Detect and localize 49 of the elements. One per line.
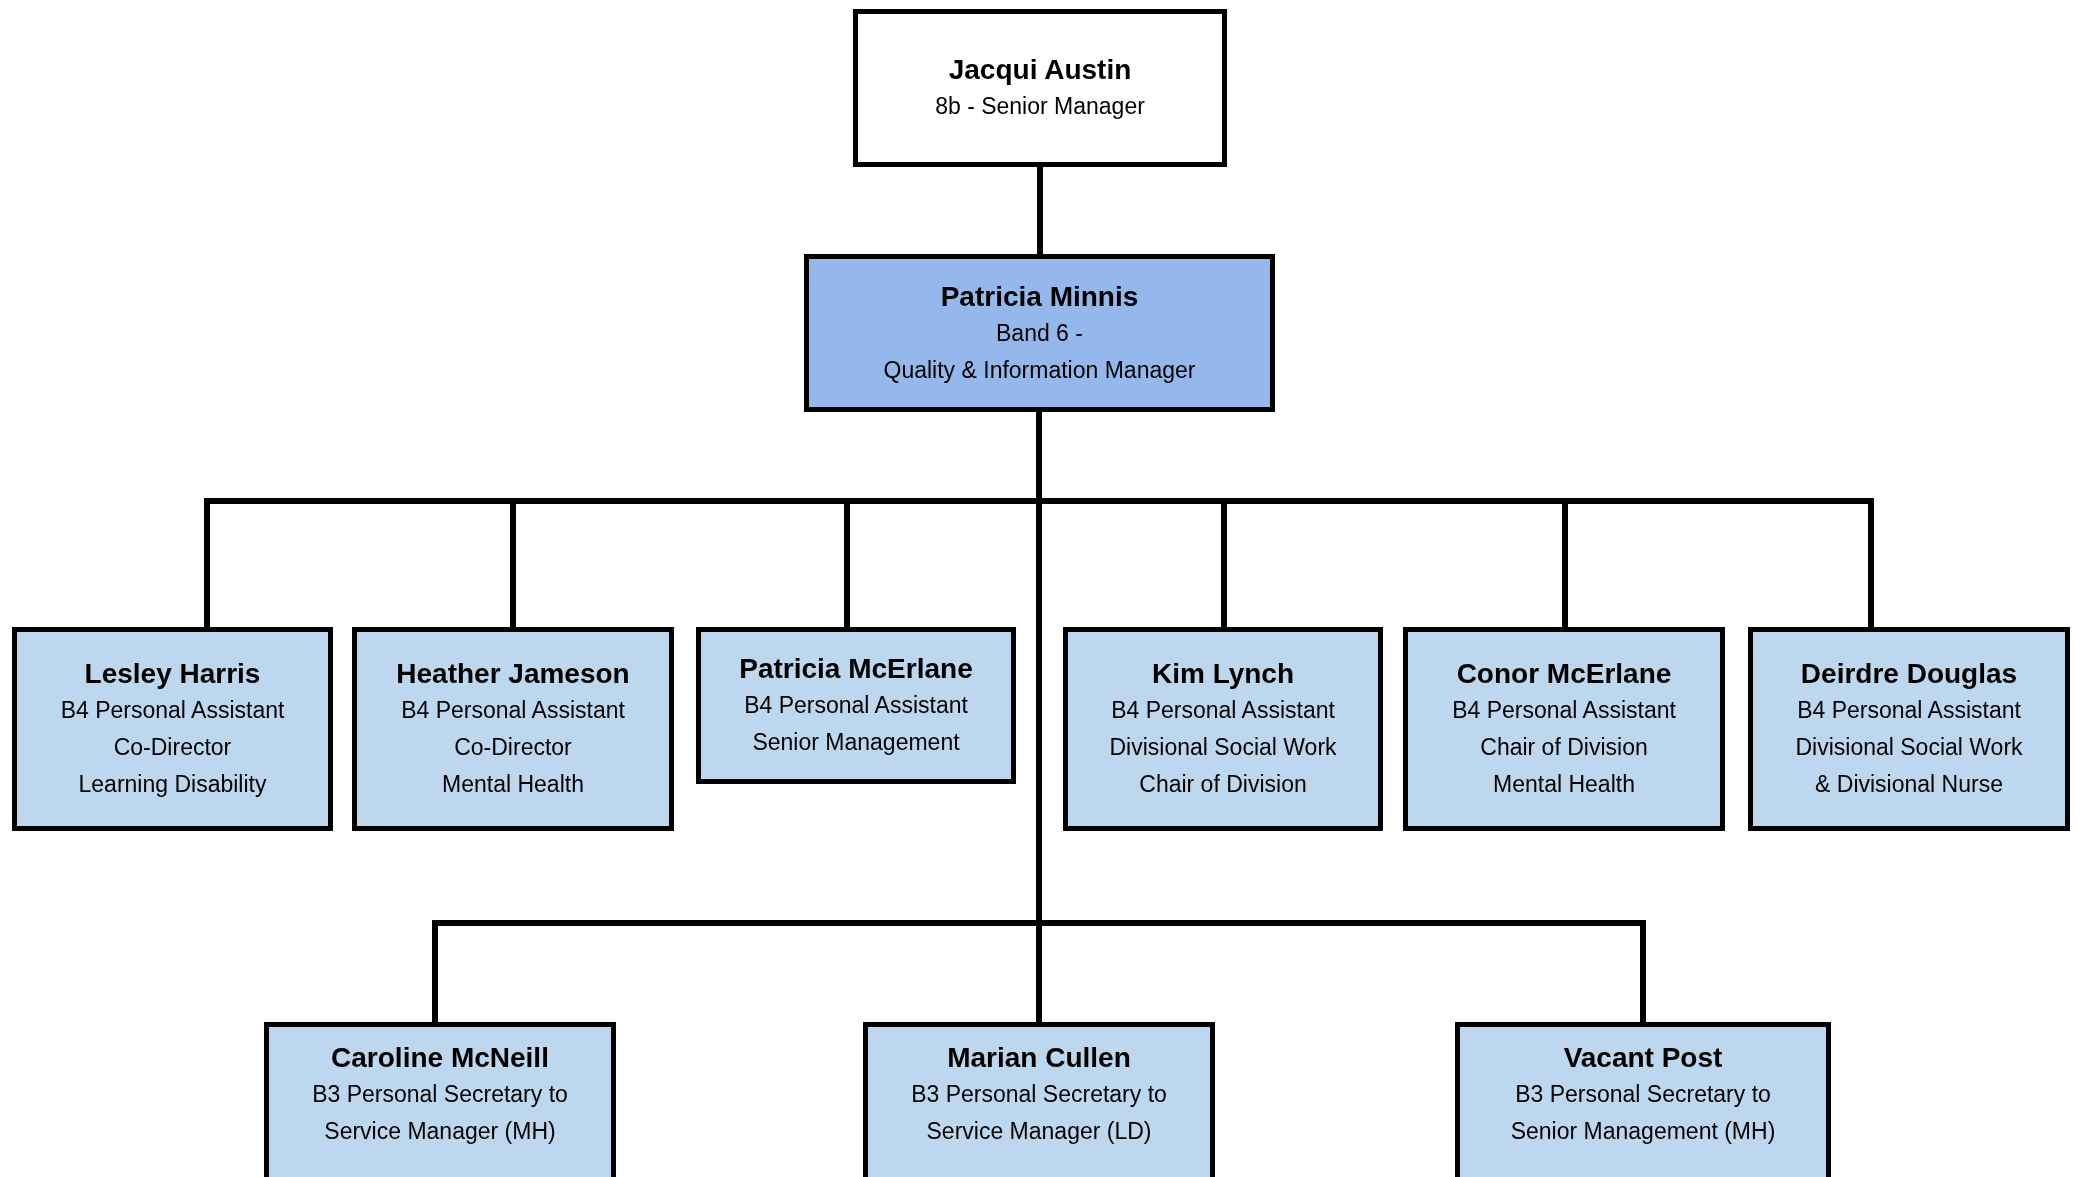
role-text: 8b - Senior Manager bbox=[935, 92, 1145, 121]
role-text: B4 Personal Assistant bbox=[1111, 696, 1335, 725]
role-box bbox=[696, 627, 1016, 784]
person-name: Kim Lynch bbox=[1151, 657, 1295, 691]
role-box bbox=[863, 1022, 1215, 1177]
role-text: Divisional Social Work bbox=[1795, 733, 2023, 762]
role-text: B3 Personal Secretary to bbox=[1515, 1080, 1771, 1109]
role-box bbox=[12, 627, 333, 831]
role-text: B4 Personal Assistant bbox=[401, 696, 625, 725]
role-text: Chair of Division bbox=[1139, 770, 1307, 799]
person-name: Marian Cullen bbox=[947, 1041, 1131, 1075]
role-text: & Divisional Nurse bbox=[1815, 770, 2003, 799]
person-name: Lesley Harris bbox=[84, 657, 261, 691]
role-text: Band 6 - bbox=[996, 318, 1083, 348]
person-name: Caroline McNeill bbox=[331, 1041, 549, 1075]
role-text: Mental Health bbox=[1493, 770, 1635, 799]
role-box bbox=[1403, 627, 1725, 831]
role-text: Chair of Division bbox=[1480, 733, 1648, 762]
person-name: Patricia McErlane bbox=[739, 652, 973, 686]
role-text: Quality & Information Manager bbox=[883, 355, 1196, 385]
role-text: B3 Personal Secretary to bbox=[911, 1080, 1167, 1109]
role-text: Service Manager (LD) bbox=[926, 1117, 1152, 1146]
role-box bbox=[853, 9, 1227, 167]
person-name: Vacant Post bbox=[1563, 1041, 1723, 1075]
person-name: Deirdre Douglas bbox=[1800, 657, 2018, 691]
person-name: Heather Jameson bbox=[396, 657, 630, 691]
role-box bbox=[352, 627, 674, 831]
role-text: B4 Personal Assistant bbox=[744, 691, 968, 720]
role-box bbox=[1063, 627, 1383, 831]
role-text: Co-Director bbox=[113, 733, 232, 762]
person-name: Conor McErlane bbox=[1456, 657, 1672, 691]
role-text: B4 Personal Assistant bbox=[1452, 696, 1676, 725]
role-text: Senior Management bbox=[752, 728, 960, 757]
role-text: Senior Management (MH) bbox=[1510, 1117, 1776, 1146]
role-box bbox=[1455, 1022, 1831, 1177]
role-text: Divisional Social Work bbox=[1109, 733, 1337, 762]
role-box bbox=[1748, 627, 2070, 831]
role-text: B4 Personal Assistant bbox=[1797, 696, 2021, 725]
role-text: B3 Personal Secretary to bbox=[312, 1080, 568, 1109]
person-name: Patricia Minnis bbox=[940, 279, 1139, 314]
role-text: B4 Personal Assistant bbox=[60, 696, 285, 725]
person-name: Jacqui Austin bbox=[948, 53, 1132, 87]
role-box bbox=[264, 1022, 616, 1177]
connector-line bbox=[1037, 167, 1043, 254]
role-text: Mental Health bbox=[442, 770, 584, 799]
role-text: Co-Director bbox=[454, 733, 572, 762]
role-text: Learning Disability bbox=[78, 770, 267, 799]
role-box bbox=[804, 254, 1275, 412]
role-text: Service Manager (MH) bbox=[324, 1117, 556, 1146]
